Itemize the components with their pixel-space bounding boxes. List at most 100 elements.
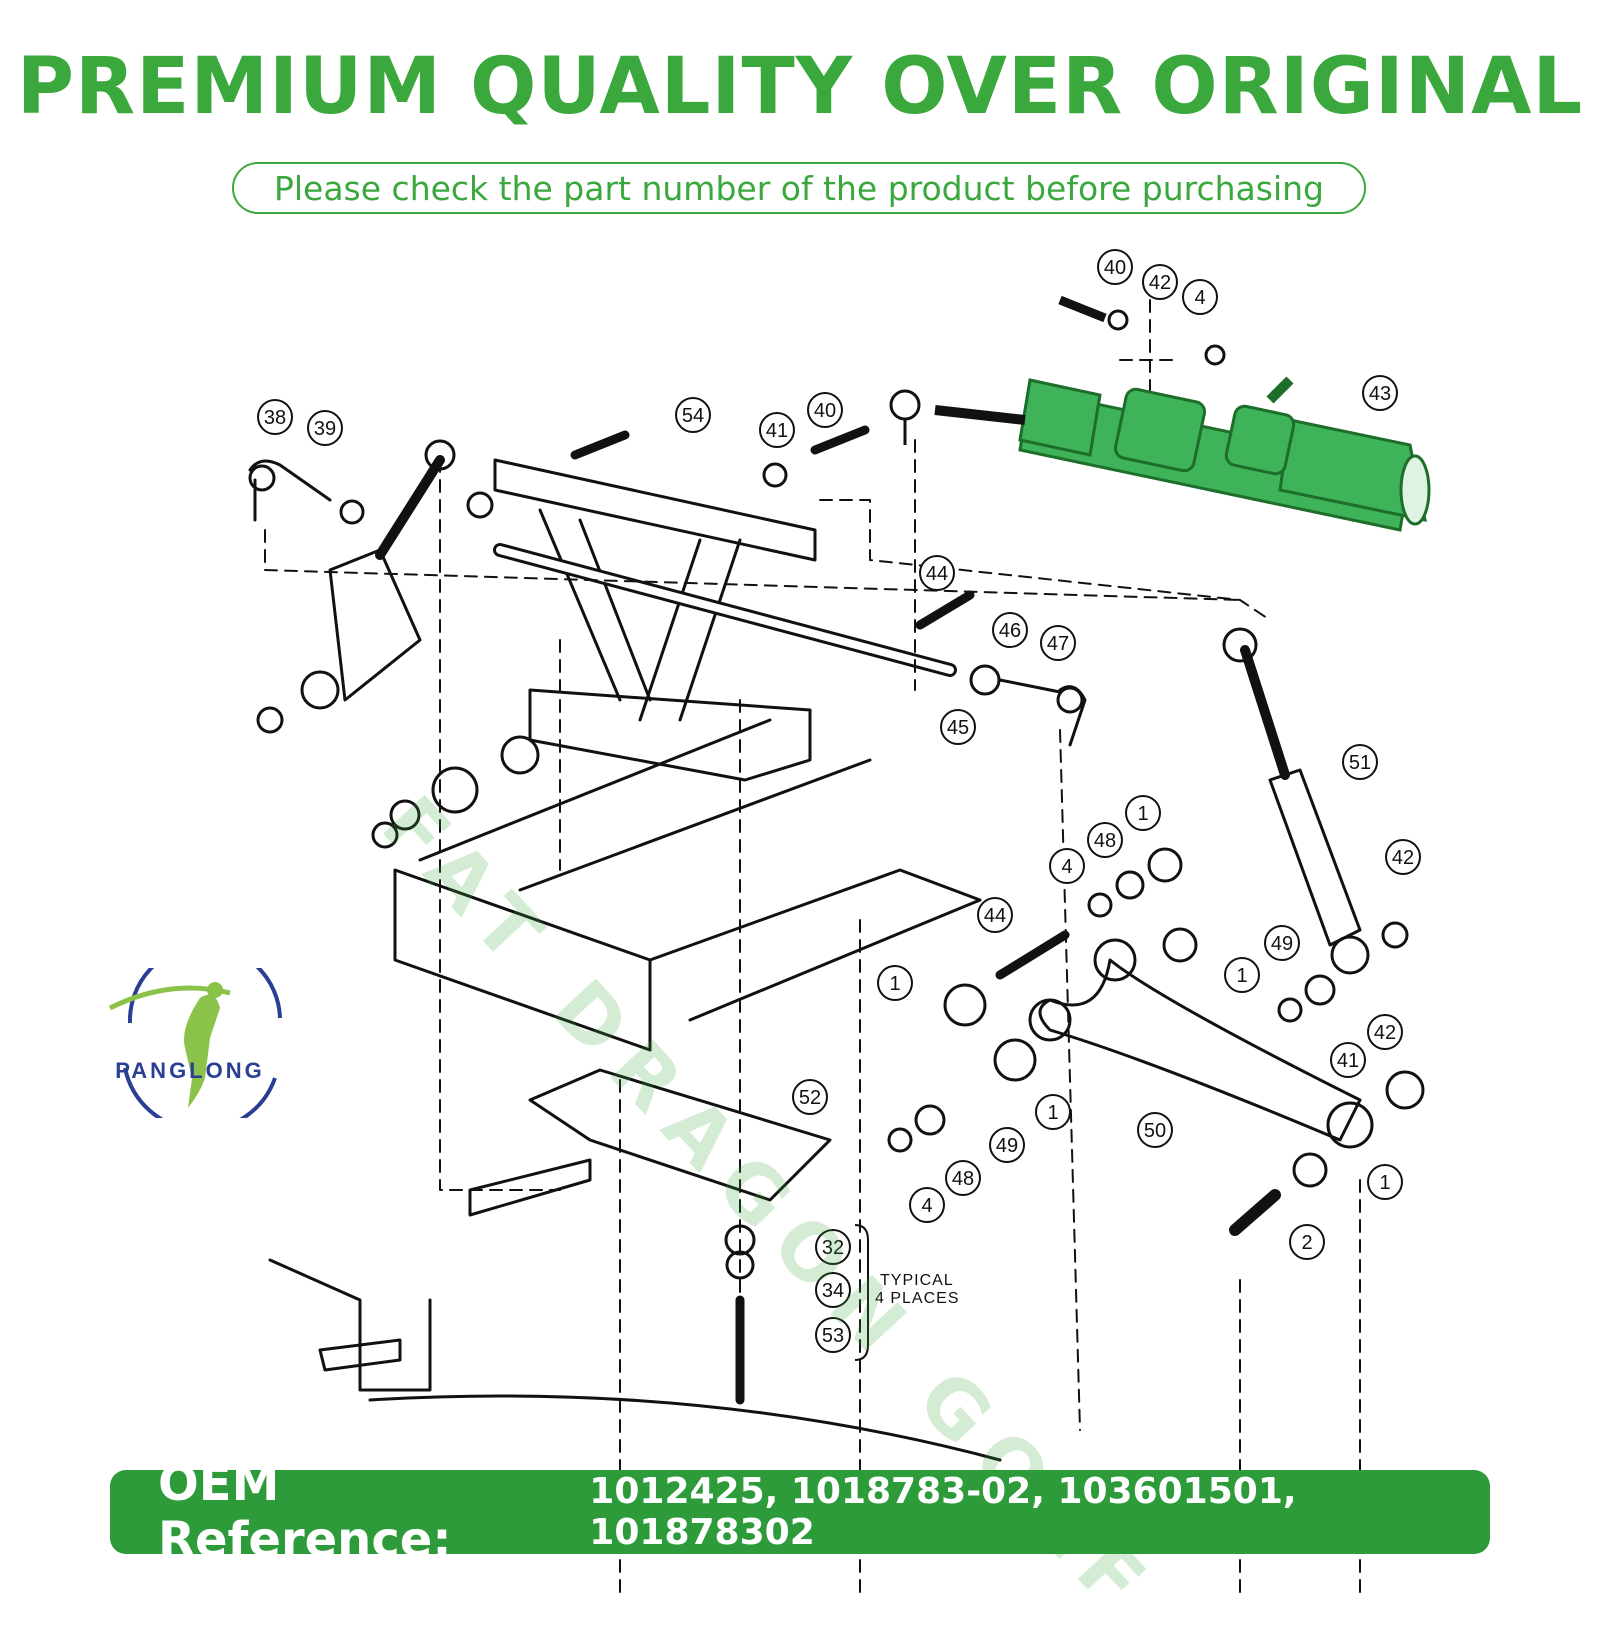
- callout-label: 52: [799, 1087, 821, 1109]
- crossmember-brace: [538, 508, 742, 722]
- callout: 4: [1182, 279, 1218, 315]
- callout-label: 4: [1194, 287, 1205, 309]
- callout-label: 40: [814, 400, 836, 422]
- oem-numbers: 1012425, 1018783-02, 103601501, 10187830…: [589, 1471, 1297, 1553]
- callout-label: 41: [1337, 1050, 1359, 1072]
- callout-label: 42: [1374, 1022, 1396, 1044]
- callout-label: 44: [926, 563, 948, 585]
- callout-label: 48: [1094, 830, 1116, 852]
- chassis-rail: [648, 868, 982, 1022]
- callout: 41: [759, 412, 795, 448]
- callout: 1: [1035, 1094, 1071, 1130]
- callout-label: 51: [1349, 752, 1371, 774]
- callout: 42: [1367, 1014, 1403, 1050]
- callout: 41: [1330, 1042, 1366, 1078]
- callout-label: 44: [984, 905, 1006, 927]
- callout: 40: [807, 392, 843, 428]
- callout: 51: [1342, 744, 1378, 780]
- bolt-44a: [915, 590, 975, 630]
- callout-label: 49: [996, 1135, 1018, 1157]
- callout: 43: [1362, 375, 1398, 411]
- callout-label: 34: [822, 1280, 844, 1302]
- callout-label: 1: [1236, 965, 1247, 987]
- subtitle-pill: Please check the part number of the prod…: [232, 162, 1366, 214]
- subtitle-text: Please check the part number of the prod…: [273, 168, 1325, 208]
- callout-label: 1: [1137, 803, 1148, 825]
- rack-tie-rod: [889, 295, 1226, 445]
- bolt-54: [570, 430, 630, 460]
- callout: 40: [1097, 249, 1133, 285]
- callout-label: 4: [921, 1195, 932, 1217]
- oem-reference-band: OEM Reference: 1012425, 1018783-02, 1036…: [110, 1456, 1490, 1568]
- callout-label: 54: [682, 405, 704, 427]
- callout: 39: [307, 410, 343, 446]
- steering-rack-43: [1018, 376, 1431, 532]
- callout-label: 48: [952, 1168, 974, 1190]
- callout: 4: [1049, 848, 1085, 884]
- callout: 34: [815, 1272, 851, 1308]
- oem-label: OEM Reference:: [158, 1456, 452, 1568]
- callout: 49: [1264, 925, 1300, 961]
- typical-note-line1: TYPICAL: [880, 1272, 954, 1289]
- callout: 49: [989, 1127, 1025, 1163]
- callout-label: 32: [822, 1237, 844, 1259]
- callout: 1: [877, 965, 913, 1001]
- typical-bracket: [854, 1224, 869, 1361]
- callout: 42: [1142, 264, 1178, 300]
- callout: 54: [675, 397, 711, 433]
- callout-label: 4: [1061, 856, 1072, 878]
- callout-label: 1: [1379, 1172, 1390, 1194]
- callout: 1: [1224, 957, 1260, 993]
- callout: 1: [1125, 795, 1161, 831]
- golfer-swing-icon: [108, 943, 282, 1133]
- lower-a-arm: [1038, 958, 1362, 1142]
- left-shock: [328, 548, 422, 702]
- logo-text: PANGLONG: [115, 1058, 265, 1083]
- callout: 32: [815, 1229, 851, 1265]
- callout-label: 40: [1104, 257, 1126, 279]
- lower-beam: [368, 1394, 1002, 1462]
- callout: 46: [992, 612, 1028, 648]
- steering-arm: [468, 1158, 592, 1217]
- callout-label: 41: [766, 420, 788, 442]
- callout-label: 47: [1047, 633, 1069, 655]
- parts-diagram: 40 42 4 43 38 39 54 41 40 44 46 47 45 51…: [248, 249, 1431, 1600]
- headline: PREMIUM QUALITY OVER ORIGINAL: [16, 42, 1584, 132]
- skid-plate: [528, 1068, 832, 1202]
- callout: 50: [1137, 1112, 1173, 1148]
- callout: 52: [792, 1079, 828, 1115]
- front-crossmember: [493, 458, 817, 562]
- callout: 48: [1087, 822, 1123, 858]
- typical-note-line2: 4 PLACES: [875, 1290, 959, 1307]
- callout: 44: [919, 555, 955, 591]
- chassis-rail-2: [418, 718, 872, 892]
- callout-label: 53: [822, 1325, 844, 1347]
- callout: 1: [1367, 1164, 1403, 1200]
- spindle: [268, 1258, 432, 1392]
- callout-label: 38: [264, 407, 286, 429]
- main-beam: [393, 868, 652, 1052]
- bolt-2: [1229, 1189, 1281, 1236]
- callout: 44: [977, 897, 1013, 933]
- callout-label: 42: [1149, 272, 1171, 294]
- callout-label: 1: [1047, 1102, 1058, 1124]
- front-plate: [528, 688, 812, 782]
- callout: 47: [1040, 625, 1076, 661]
- right-shock: [1268, 768, 1362, 947]
- callout: 2: [1289, 1224, 1325, 1260]
- part-callouts: 40 42 4 43 38 39 54 41 40 44 46 47 45 51…: [257, 249, 1421, 1353]
- bolt-40: [810, 425, 870, 455]
- callout-label: 49: [1271, 933, 1293, 955]
- callout: 53: [815, 1317, 851, 1353]
- panglong-logo: PANGLONG: [80, 943, 300, 1133]
- callout-label: 1: [889, 973, 900, 995]
- callout: 4: [909, 1187, 945, 1223]
- callout-label: 46: [999, 620, 1021, 642]
- callout: 48: [945, 1160, 981, 1196]
- callout: 42: [1385, 839, 1421, 875]
- callout-label: 39: [314, 418, 336, 440]
- callout-label: 43: [1369, 383, 1391, 405]
- callout-label: 45: [947, 717, 969, 739]
- callout-label: 50: [1144, 1120, 1166, 1142]
- callout-label: 42: [1392, 847, 1414, 869]
